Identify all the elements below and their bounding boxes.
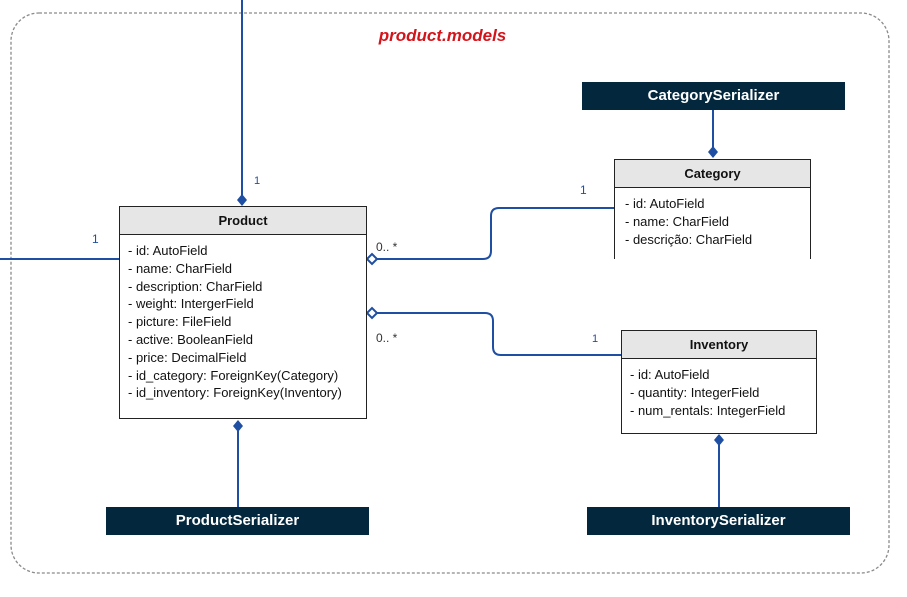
product-category-aggregation-diamond [365,252,379,266]
category-attribute: - descrição: CharField [625,231,753,247]
product-inventory-association [377,312,621,356]
product-class: Product - id: AutoField - name: CharFiel… [119,206,367,419]
inventory-serializer-diamond [714,434,724,446]
inventory-attribute: - num_rentals: IntegerField [630,402,786,418]
product-class-name: Product [120,207,366,235]
category-attribute: - name: CharField [625,213,730,229]
product-attribute: - id_category: ForeignKey(Category) [128,367,339,383]
multiplicity-top-external: 1 [254,175,261,187]
product-serializer-diamond [233,420,243,432]
product-attribute: - weight: IntergerField [128,296,254,312]
product-attribute: - id: AutoField [128,243,208,258]
category-attributes: - id: AutoField - name: CharField - desc… [615,188,810,248]
module-boundary [10,12,890,574]
inventory-attribute: - id: AutoField [630,367,710,382]
multiplicity-product-inventory-end: 0.. * [376,331,398,345]
product-category-association [377,207,614,260]
product-attribute: - price: DecimalField [128,349,247,365]
multiplicity-category-end: 1 [580,183,587,197]
product-attribute: - id_inventory: ForeignKey(Inventory) [128,385,342,401]
product-attributes: - id: AutoField - name: CharField - desc… [120,235,366,402]
multiplicity-left-external: 1 [92,232,99,246]
product-attribute: - picture: FileField [128,314,232,330]
product-attribute: - active: BooleanField [128,331,254,347]
product-serializer: ProductSerializer [106,507,369,535]
inventory-attributes: - id: AutoField - quantity: IntegerField… [622,359,816,419]
inventory-attribute: - quantity: IntegerField [630,384,760,400]
product-inventory-aggregation-diamond [365,306,379,320]
product-attribute: - name: CharField [128,260,233,276]
top-composition-diamond [237,194,247,206]
multiplicity-inventory-end: 1 [592,333,599,345]
category-serializer: CategorySerializer [582,82,845,110]
category-class-name: Category [615,160,810,188]
category-serializer-diamond [708,146,718,158]
inventory-class-name: Inventory [622,331,816,359]
module-title: product.models [378,26,507,45]
inventory-serializer: InventorySerializer [587,507,850,535]
inventory-class: Inventory - id: AutoField - quantity: In… [621,330,817,434]
product-attribute: - description: CharField [128,278,263,294]
category-attribute: - id: AutoField [625,196,705,211]
multiplicity-product-category-end: 0.. * [376,240,398,254]
category-class: Category - id: AutoField - name: CharFie… [614,159,811,259]
